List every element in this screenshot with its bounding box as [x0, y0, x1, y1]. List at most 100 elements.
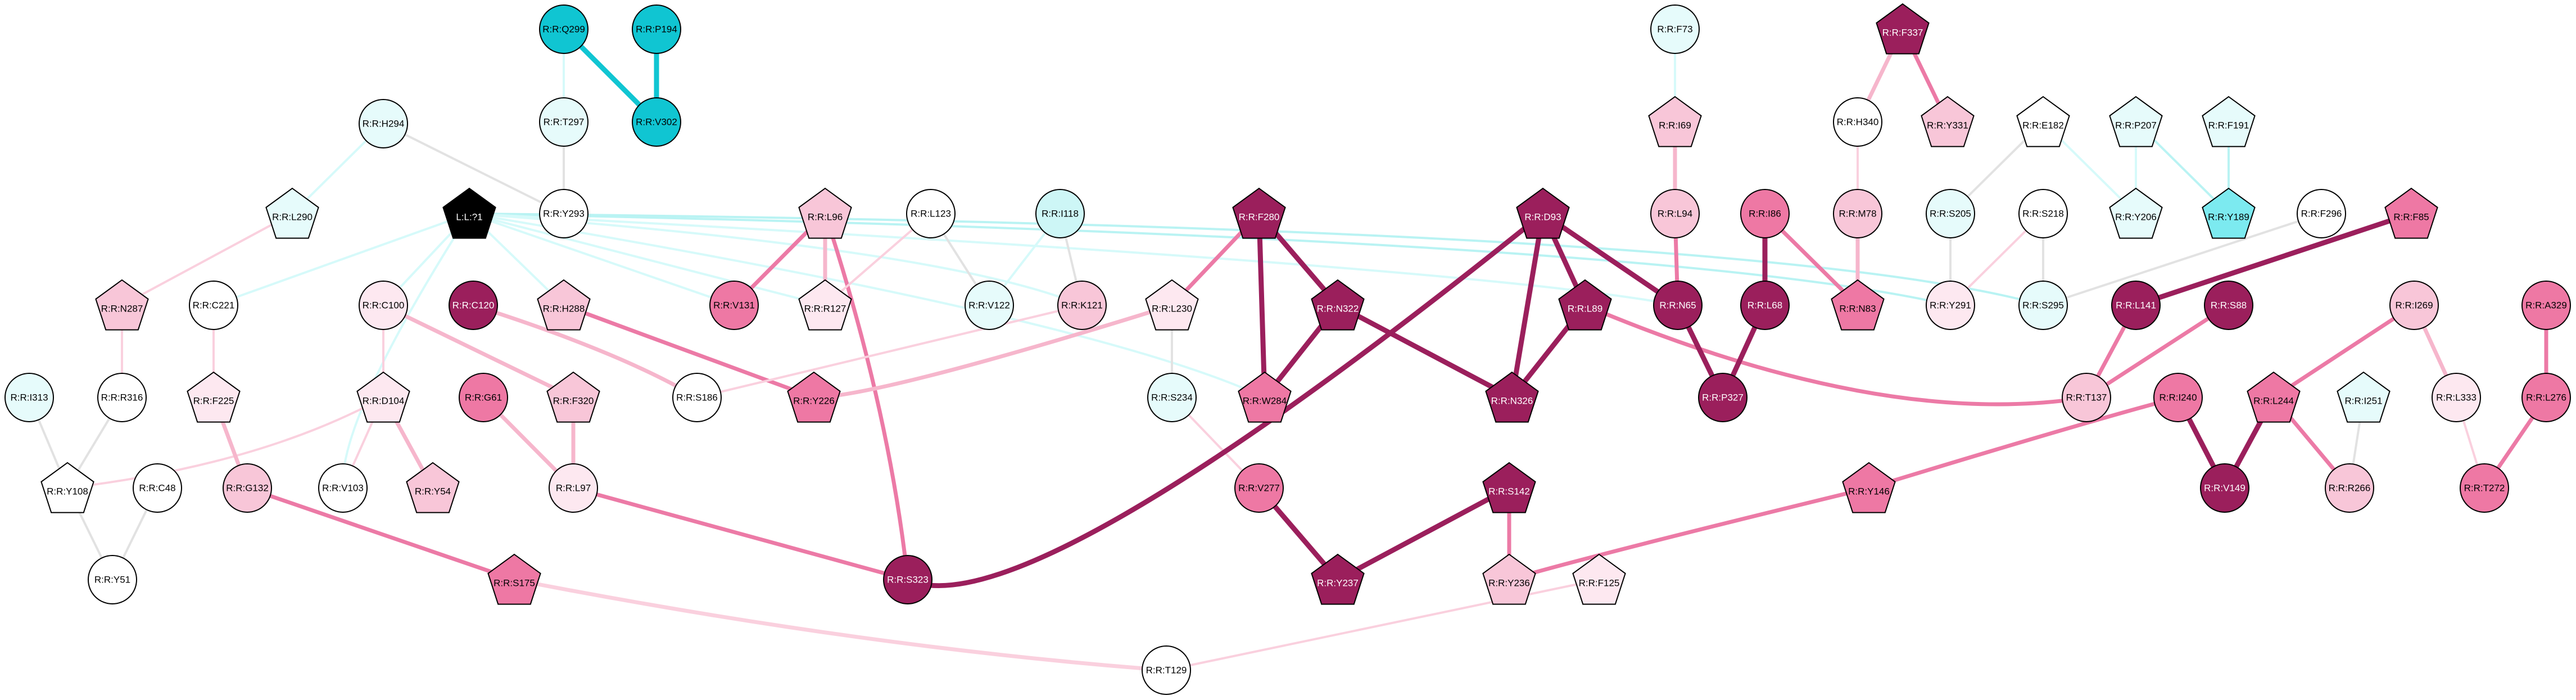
- node-shape-r-r-i251: [2337, 371, 2391, 423]
- node-r-r-r316[interactable]: R:R:R316: [97, 373, 147, 422]
- node-r-r-i118[interactable]: R:R:I118: [1035, 189, 1085, 238]
- node-r-r-n326[interactable]: R:R:N326: [1485, 371, 1539, 423]
- node-r-r-p207[interactable]: R:R:P207: [2109, 96, 2163, 147]
- node-r-r-c120[interactable]: R:R:C120: [449, 281, 498, 330]
- node-r-r-t272[interactable]: R:R:T272: [2460, 463, 2509, 513]
- node-r-r-y331[interactable]: R:R:Y331: [1921, 96, 1975, 147]
- node-r-r-p327[interactable]: R:R:P327: [1698, 373, 1747, 422]
- node-r-r-s186[interactable]: R:R:S186: [672, 373, 722, 422]
- edge-r-r-f296-to-r-r-s295: [2042, 213, 2323, 306]
- edge-l-l-1-to-r-r-v131: [468, 213, 735, 306]
- node-r-r-a329[interactable]: R:R:A329: [2521, 281, 2571, 330]
- node-r-r-n65[interactable]: R:R:N65: [1653, 281, 1703, 330]
- node-r-r-y293[interactable]: R:R:Y293: [539, 189, 588, 238]
- node-r-r-y54[interactable]: R:R:Y54: [406, 462, 460, 513]
- node-r-r-s218[interactable]: R:R:S218: [2018, 189, 2068, 238]
- node-r-r-r127[interactable]: R:R:R127: [798, 279, 852, 331]
- node-shape-r-r-f320: [546, 371, 600, 423]
- node-r-r-y226[interactable]: R:R:Y226: [787, 371, 841, 423]
- node-r-r-d93[interactable]: R:R:D93: [1516, 187, 1570, 239]
- node-r-r-c100[interactable]: R:R:C100: [359, 281, 408, 330]
- node-r-r-f225[interactable]: R:R:F225: [187, 371, 241, 423]
- edge-r-r-s175-to-r-r-t129: [512, 577, 1169, 672]
- node-r-r-i269[interactable]: R:R:I269: [2389, 281, 2439, 330]
- node-r-r-p194[interactable]: R:R:P194: [632, 4, 681, 54]
- node-shape-r-r-y226: [787, 371, 841, 423]
- node-shape-r-r-t272: [2460, 463, 2509, 513]
- node-shape-r-r-l276: [2521, 373, 2571, 422]
- node-r-r-y291[interactable]: R:R:Y291: [1926, 281, 1975, 330]
- node-r-r-t129[interactable]: R:R:T129: [1142, 645, 1191, 695]
- node-r-r-v103[interactable]: R:R:V103: [318, 463, 368, 513]
- node-r-r-f320[interactable]: R:R:F320: [546, 371, 600, 423]
- node-r-r-n287[interactable]: R:R:N287: [95, 279, 149, 331]
- node-shape-r-r-v103: [318, 463, 368, 513]
- node-r-r-s205[interactable]: R:R:S205: [1926, 189, 1975, 238]
- node-r-r-s142[interactable]: R:R:S142: [1482, 462, 1536, 513]
- node-r-r-k121[interactable]: R:R:K121: [1057, 281, 1107, 330]
- node-r-r-w284[interactable]: R:R:W284: [1238, 371, 1292, 423]
- node-r-r-l141[interactable]: R:R:L141: [2111, 281, 2161, 330]
- node-r-r-s323[interactable]: R:R:S323: [883, 555, 932, 604]
- node-r-r-d104[interactable]: R:R:D104: [356, 371, 410, 423]
- node-r-r-l276[interactable]: R:R:L276: [2521, 373, 2571, 422]
- node-shape-r-r-c221: [189, 281, 238, 330]
- node-r-r-v277[interactable]: R:R:V277: [1234, 463, 1284, 513]
- node-r-r-l68[interactable]: R:R:L68: [1740, 281, 1790, 330]
- node-r-r-l244[interactable]: R:R:L244: [2247, 371, 2301, 423]
- node-r-r-t297[interactable]: R:R:T297: [539, 97, 588, 147]
- node-l-l-1[interactable]: L:L:?1: [442, 187, 496, 239]
- node-r-r-i86[interactable]: R:R:I86: [1740, 189, 1790, 238]
- node-shape-r-r-c100: [359, 281, 408, 330]
- node-r-r-l96[interactable]: R:R:L96: [798, 187, 852, 239]
- node-r-r-l94[interactable]: R:R:L94: [1650, 189, 1700, 238]
- node-r-r-f280[interactable]: R:R:F280: [1232, 187, 1286, 239]
- node-r-r-y108[interactable]: R:R:Y108: [40, 462, 94, 513]
- node-r-r-y146[interactable]: R:R:Y146: [1842, 462, 1896, 513]
- node-r-r-i251[interactable]: R:R:I251: [2337, 371, 2391, 423]
- node-r-r-f85[interactable]: R:R:F85: [2384, 187, 2438, 239]
- node-r-r-q299[interactable]: R:R:Q299: [539, 4, 588, 54]
- node-shape-r-r-l230: [1145, 279, 1199, 331]
- node-r-r-t137[interactable]: R:R:T137: [2062, 373, 2111, 422]
- node-r-r-c221[interactable]: R:R:C221: [189, 281, 238, 330]
- node-r-r-c48[interactable]: R:R:C48: [133, 463, 182, 513]
- node-r-r-v131[interactable]: R:R:V131: [709, 281, 759, 330]
- node-r-r-s295[interactable]: R:R:S295: [2018, 281, 2068, 330]
- node-r-r-y236[interactable]: R:R:Y236: [1482, 553, 1536, 605]
- node-shape-r-r-f280: [1232, 187, 1286, 239]
- node-r-r-v302[interactable]: R:R:V302: [632, 97, 681, 147]
- node-shape-r-r-d93: [1516, 187, 1570, 239]
- node-r-r-e182[interactable]: R:R:E182: [2016, 96, 2070, 147]
- node-r-r-f191[interactable]: R:R:F191: [2202, 96, 2256, 147]
- node-r-r-l333[interactable]: R:R:L333: [2432, 373, 2481, 422]
- edge-r-r-y108-to-r-r-d104: [66, 396, 384, 489]
- node-r-r-y51[interactable]: R:R:Y51: [88, 555, 137, 604]
- edge-r-r-f280-to-r-r-w284: [1256, 211, 1267, 400]
- node-r-r-s175[interactable]: R:R:S175: [487, 553, 541, 605]
- node-r-r-l89[interactable]: R:R:L89: [1558, 279, 1612, 331]
- node-r-r-h340[interactable]: R:R:H340: [1833, 97, 1882, 147]
- node-r-r-m78[interactable]: R:R:M78: [1833, 189, 1882, 238]
- node-r-r-i240[interactable]: R:R:I240: [2153, 373, 2203, 422]
- node-r-r-h294[interactable]: R:R:H294: [359, 99, 408, 148]
- node-r-r-s88[interactable]: R:R:S88: [2204, 281, 2253, 330]
- node-shape-r-r-p327: [1698, 373, 1747, 422]
- node-r-r-f296[interactable]: R:R:F296: [2297, 189, 2346, 238]
- node-r-r-f337[interactable]: R:R:F337: [1876, 3, 1930, 55]
- node-r-r-f73[interactable]: R:R:F73: [1650, 4, 1700, 54]
- node-r-r-i313[interactable]: R:R:I313: [4, 373, 54, 422]
- node-r-r-l123[interactable]: R:R:L123: [906, 189, 956, 238]
- node-r-r-s234[interactable]: R:R:S234: [1147, 373, 1197, 422]
- node-r-r-l97[interactable]: R:R:L97: [549, 463, 598, 513]
- node-r-r-i69[interactable]: R:R:I69: [1648, 96, 1702, 147]
- node-r-r-v122[interactable]: R:R:V122: [965, 281, 1014, 330]
- edge-r-r-k121-to-r-r-s186: [696, 304, 1083, 399]
- node-r-r-v149[interactable]: R:R:V149: [2200, 463, 2249, 513]
- node-r-r-g132[interactable]: R:R:G132: [223, 463, 272, 513]
- edge-r-r-l290-to-r-r-n287: [121, 213, 293, 306]
- node-shape-r-r-y51: [88, 555, 137, 604]
- node-r-r-g61[interactable]: R:R:G61: [459, 373, 508, 422]
- node-r-r-r266[interactable]: R:R:R266: [2325, 463, 2374, 513]
- node-shape-r-r-p207: [2109, 96, 2163, 147]
